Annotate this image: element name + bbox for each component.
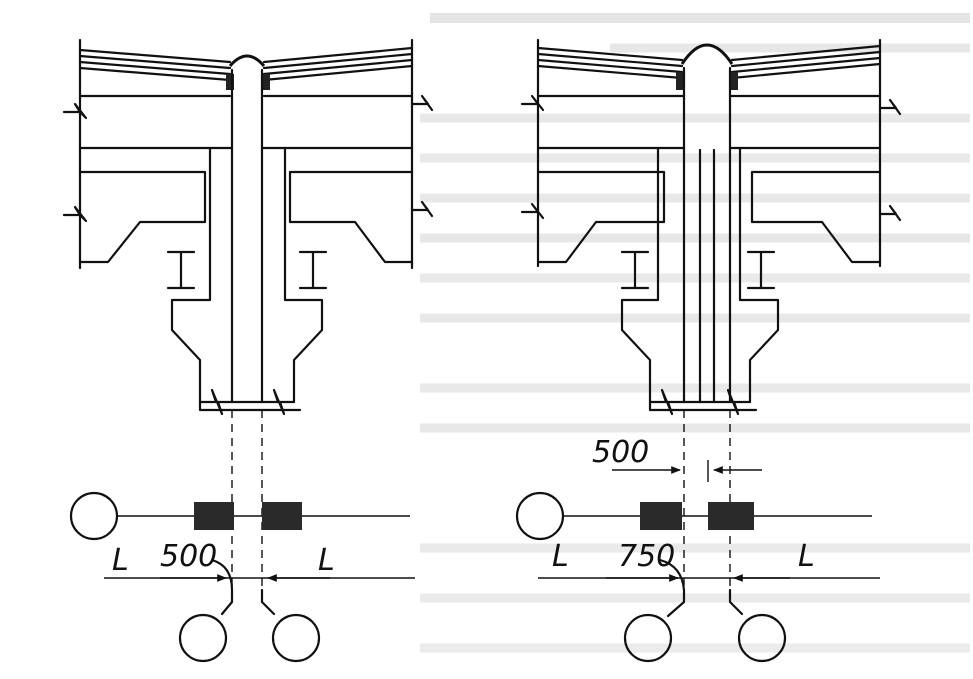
right-block-1 xyxy=(640,502,682,530)
left-block-1 xyxy=(194,502,234,530)
right-dim-l-right: L xyxy=(798,539,815,574)
right-section: 500 L 750 L xyxy=(515,38,902,663)
right-slab xyxy=(520,38,902,268)
left-slab xyxy=(62,38,434,270)
left-dim-center: 500 xyxy=(160,539,217,574)
left-dim-l-right: L xyxy=(318,543,335,578)
left-roof xyxy=(78,46,414,90)
right-bottom-circle-1 xyxy=(623,613,673,663)
right-plan xyxy=(515,460,880,663)
right-dim-top: 500 xyxy=(592,435,649,470)
left-bottom-circle-1 xyxy=(178,613,228,663)
left-bottom-circle-2 xyxy=(271,613,321,663)
left-dim-l-left: L xyxy=(112,543,129,578)
right-dim-center: 750 xyxy=(618,539,675,574)
left-i-beams xyxy=(166,228,328,404)
left-column xyxy=(198,68,302,590)
right-column xyxy=(648,66,758,590)
left-plan xyxy=(69,491,415,663)
left-block-2 xyxy=(262,502,302,530)
right-bottom-circle-2 xyxy=(737,613,787,663)
left-section: L 500 L xyxy=(62,38,434,663)
right-dim-l-left: L xyxy=(552,539,569,574)
right-block-2 xyxy=(708,502,754,530)
right-roof xyxy=(536,43,882,90)
right-i-beams xyxy=(620,228,780,404)
left-top-circle xyxy=(69,491,119,541)
